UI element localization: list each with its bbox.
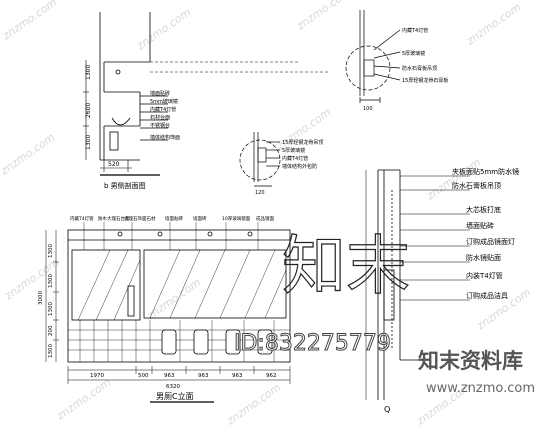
callout-text: 防水石膏板吊顶	[452, 181, 501, 190]
callout-text: 不锈钢台	[150, 122, 170, 129]
callout-text: 防水镜贴面	[466, 253, 501, 262]
callout-text: 墙体结构饰面	[150, 134, 180, 141]
watermark-logo-text: 知末	[282, 230, 410, 304]
dim-label: 500	[138, 373, 149, 379]
dim-label: 962	[266, 373, 277, 379]
watermark-tile: znzmo.com	[0, 131, 57, 178]
section-b	[83, 12, 168, 176]
callout-text: 订购成品洁具	[466, 291, 508, 300]
dim-label: 1300	[85, 135, 92, 150]
dim-label: 963	[232, 373, 243, 379]
detail-mid-notes: 15厚轻钢龙骨吊顶 5厚玻璃镜 内藏T4灯管 墙体结构外包防 120	[255, 139, 323, 196]
callout-text: 墙面砖	[193, 215, 207, 222]
callout-text: 夹板面贴5mm防水镜	[452, 167, 519, 176]
dim-label: 1300	[48, 344, 54, 358]
elevation-callouts: 内藏T4灯管 防水大理石台面 大理石饰面石材 墙面贴砖 墙面砖 10厚玻璃镜面 …	[70, 215, 274, 222]
watermark-tile: znzmo.com	[0, 0, 59, 43]
callout-text: 10厚玻璃镜面	[222, 215, 251, 222]
watermark-tile: znzmo.com	[463, 1, 523, 48]
section-b-dims: 1300 2600 1300 520	[85, 65, 120, 168]
right-callouts: 夹板面贴5mm防水镜 防水石膏板吊顶 大芯板打底 墙面贴砖 订购成品镜面灯 防水…	[452, 167, 519, 300]
callout-text: 5mm玻璃镜	[150, 98, 178, 105]
callout-text: 墙面贴砖	[165, 215, 183, 222]
dim-label: 2600	[85, 103, 92, 118]
dim-label: 120	[255, 190, 265, 196]
note-text: 15厚轻钢龙骨石膏板	[402, 77, 448, 84]
callout-text: 石材台面	[150, 114, 170, 121]
note-text: 墙体结构外包防	[282, 163, 317, 170]
watermark-tile: znzmo.com	[293, 0, 353, 33]
watermark-brand: 知末资料库	[418, 349, 523, 373]
section-b-title: b 男侧剖面图	[104, 181, 146, 190]
note-text: 5厚玻璃镜	[402, 50, 425, 57]
right-section-label: Q	[384, 405, 390, 414]
callout-text: 大芯板打底	[466, 205, 501, 214]
watermark-id: ID:832275779	[234, 331, 391, 356]
watermark-url: www.znzmo.com	[426, 381, 535, 396]
watermark-tile: znzmo.com	[423, 156, 483, 203]
watermark-tile: znzmo.com	[223, 381, 283, 428]
right-section	[365, 169, 470, 400]
note-text: 5厚玻璃镜	[282, 147, 305, 154]
dim-total: 6320	[166, 384, 180, 390]
note-text: 内藏T4灯管	[282, 155, 308, 162]
watermark-tile: znzmo.com	[133, 6, 193, 53]
callout-text: 墙面贴砖	[466, 221, 494, 230]
note-text: 15厚轻钢龙骨吊顶	[282, 139, 323, 146]
section-b-callouts: 墙面贴砖 5mm玻璃镜 内藏T4灯管 石材台面 不锈钢台 墙体结构饰面	[150, 90, 180, 141]
elevation-horiz-dims: 1970 500 963 963 963 962 6320	[90, 373, 277, 390]
dim-label: 1300	[48, 244, 54, 258]
detail-leader-top	[150, 61, 330, 73]
elevation-title: 男厕C立面	[156, 391, 194, 401]
callout-text: 内装T4灯管	[466, 271, 503, 280]
callout-text: 内藏T4灯管	[150, 106, 176, 113]
callout-text: 大理石饰面石材	[124, 215, 156, 222]
dim-label: 1300	[48, 302, 54, 316]
dim-label: 963	[198, 373, 209, 379]
callout-text: 订购成品镜面灯	[466, 237, 515, 246]
elevation-c	[45, 222, 291, 403]
callout-text: 墙面贴砖	[150, 90, 170, 97]
dim-label: 520	[108, 161, 120, 168]
dim-label: 100	[363, 106, 373, 112]
dim-label: 200	[48, 325, 54, 336]
detail-top-notes: 内藏T4灯管 5厚玻璃镜 防水石膏板吊顶 15厚轻钢龙骨石膏板 100	[363, 27, 448, 112]
detail-mid	[239, 132, 281, 187]
elevation-vert-dims: 1300 1300 3000 1300 200 1300	[38, 244, 54, 358]
watermark-tile: znzmo.com	[143, 276, 203, 323]
note-text: 防水石膏板吊顶	[402, 65, 437, 72]
watermark-tile: znzmo.com	[53, 376, 113, 423]
detail-top	[345, 10, 401, 103]
callout-text: 内藏T4灯管	[70, 215, 94, 222]
dim-label: 1300	[48, 274, 54, 288]
callout-text: 防水大理石台面	[98, 215, 130, 222]
note-text: 内藏T4灯管	[402, 27, 428, 34]
callout-text: 成品镜面	[256, 215, 274, 222]
dim-label: 3000	[38, 291, 44, 305]
dim-label: 1300	[85, 65, 92, 80]
dim-label: 1970	[90, 373, 104, 379]
dim-label: 963	[164, 373, 175, 379]
